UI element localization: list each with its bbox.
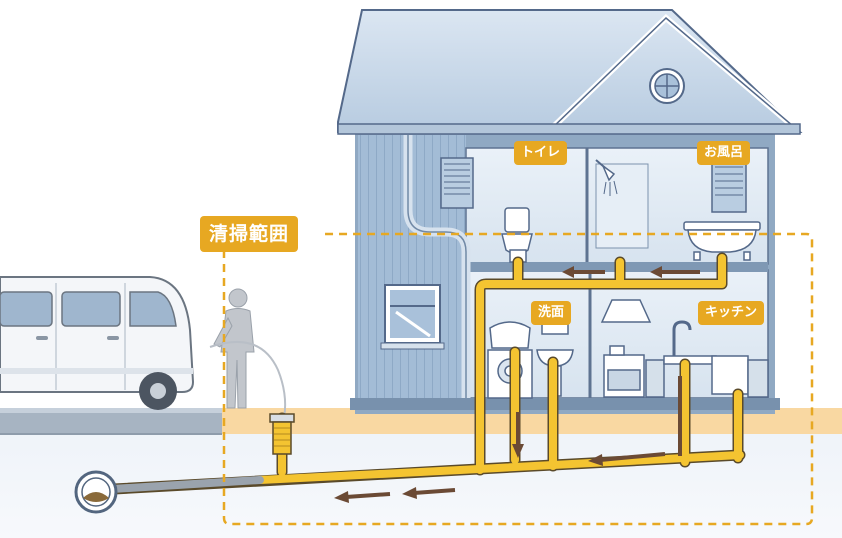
kitchen-fixtures — [600, 299, 769, 398]
bath-label: お風呂 — [697, 141, 751, 165]
cleanout-fitting — [269, 413, 295, 455]
flow-arrows — [334, 266, 700, 503]
kitchen-label: キッチン — [698, 301, 765, 325]
bathtub-fixture — [683, 221, 761, 261]
cleaning-range-label: 清掃範囲 — [200, 216, 299, 252]
toilet-label: トイレ — [514, 141, 568, 165]
drain-pipes — [90, 252, 746, 496]
cleaning-range-outline — [222, 232, 814, 526]
van — [0, 276, 195, 410]
sewer-main — [74, 470, 118, 514]
worker — [213, 288, 255, 409]
washroom-label: 洗面 — [531, 301, 572, 325]
hose — [209, 340, 287, 419]
house — [337, 9, 803, 414]
